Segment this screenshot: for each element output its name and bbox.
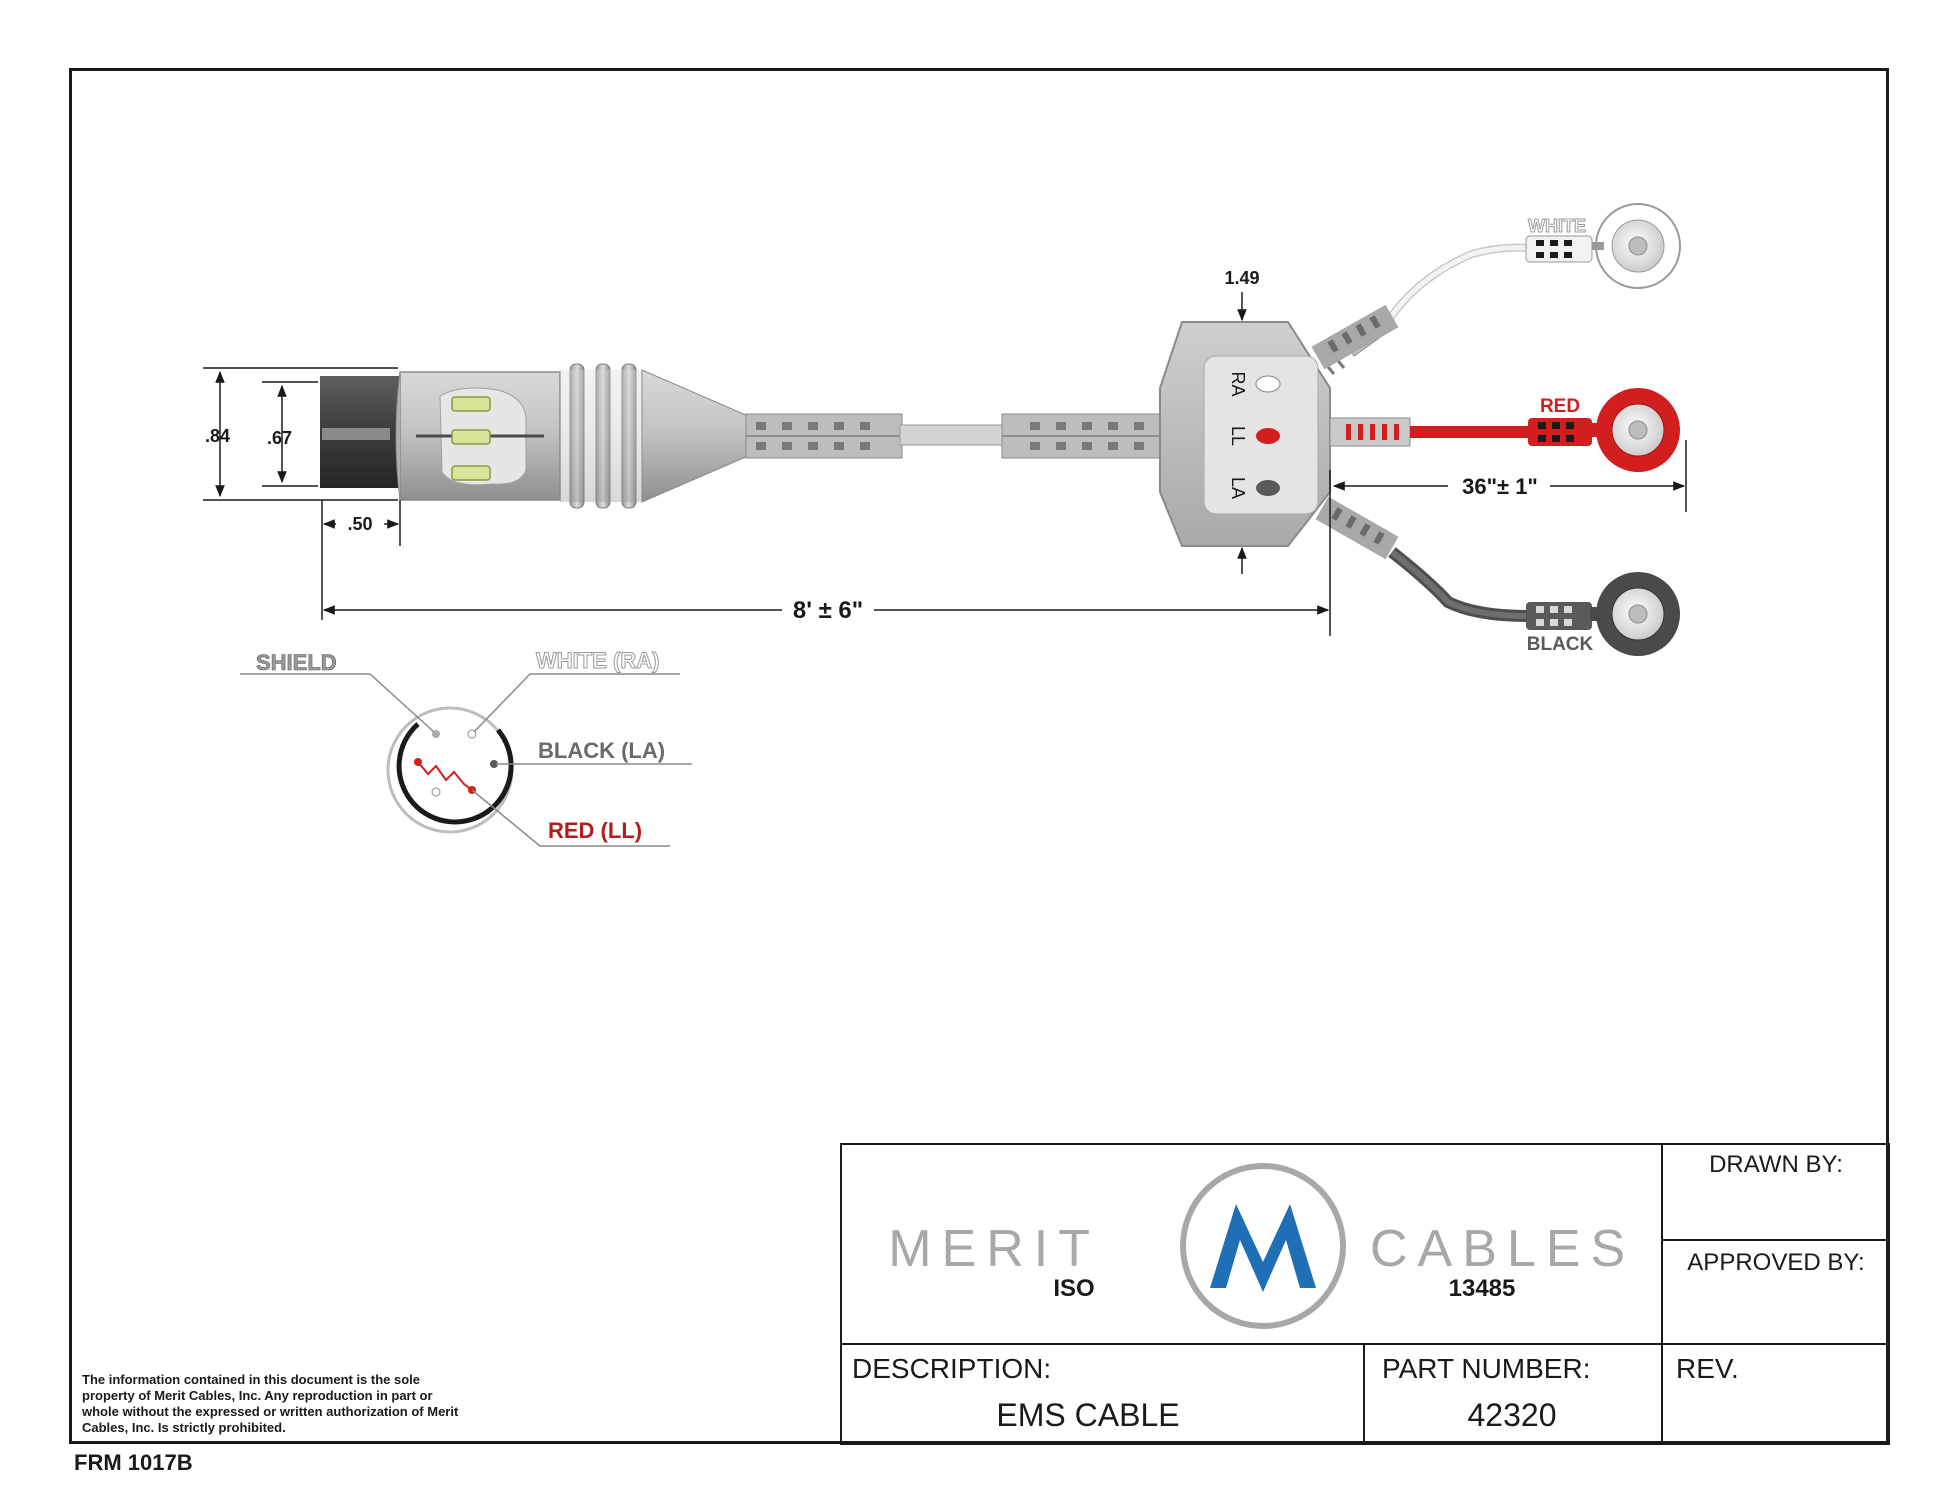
main-cable [899, 413, 1161, 459]
description-label: DESCRIPTION: [852, 1353, 1051, 1384]
pinout-diagram [240, 673, 692, 847]
rev-label: REV. [1676, 1353, 1739, 1384]
yoke-label-ra: RA [1228, 371, 1248, 396]
part-number-value: 42320 [1468, 1397, 1557, 1433]
red-lead [1329, 388, 1680, 472]
description-value: EMS CABLE [996, 1397, 1179, 1433]
pin-label-black: BLACK (LA) [538, 738, 665, 763]
drawing-frame [69, 68, 1889, 1444]
yoke [1159, 321, 1331, 547]
pin-label-white: WHITE (RA) [536, 648, 659, 673]
lead-label-black: BLACK [1527, 634, 1594, 655]
drawn-by-label: DRAWN BY: [1709, 1151, 1843, 1178]
iso-number: 13485 [1449, 1275, 1516, 1302]
merit-cables-logo: MERIT CABLES [888, 1163, 1635, 1329]
dimension-lines [203, 292, 1687, 636]
pin-label-shield: SHIELD [256, 650, 337, 675]
dim-plug-length: .50 [347, 514, 372, 534]
white-lead [1311, 203, 1681, 375]
title-block [840, 1143, 1890, 1445]
yoke-label-ll: LL [1228, 426, 1248, 446]
dim-overall-diameter: .84 [205, 426, 230, 446]
dim-lead-length: 36"± 1" [1462, 474, 1538, 499]
form-number: FRM 1017B [74, 1450, 193, 1475]
lead-label-white: WHITE [1528, 216, 1586, 236]
lead-label-red: RED [1540, 396, 1580, 417]
part-number-label: PART NUMBER: [1382, 1353, 1590, 1384]
black-lead [1315, 496, 1680, 656]
dim-inner-diameter: .67 [267, 428, 292, 448]
svg-text:MERIT: MERIT [888, 1220, 1100, 1278]
dim-yoke-width: 1.49 [1224, 268, 1259, 288]
pin-label-red: RED (LL) [548, 818, 642, 843]
din-connector [320, 363, 903, 509]
svg-text:CABLES: CABLES [1370, 1220, 1635, 1278]
yoke-label-la: LA [1228, 477, 1248, 499]
approved-by-label: APPROVED BY: [1687, 1249, 1864, 1276]
confidentiality-notice: The information contained in this docume… [82, 1372, 459, 1435]
iso-label: ISO [1053, 1275, 1094, 1302]
dim-main-length: 8' ± 6" [793, 597, 863, 624]
